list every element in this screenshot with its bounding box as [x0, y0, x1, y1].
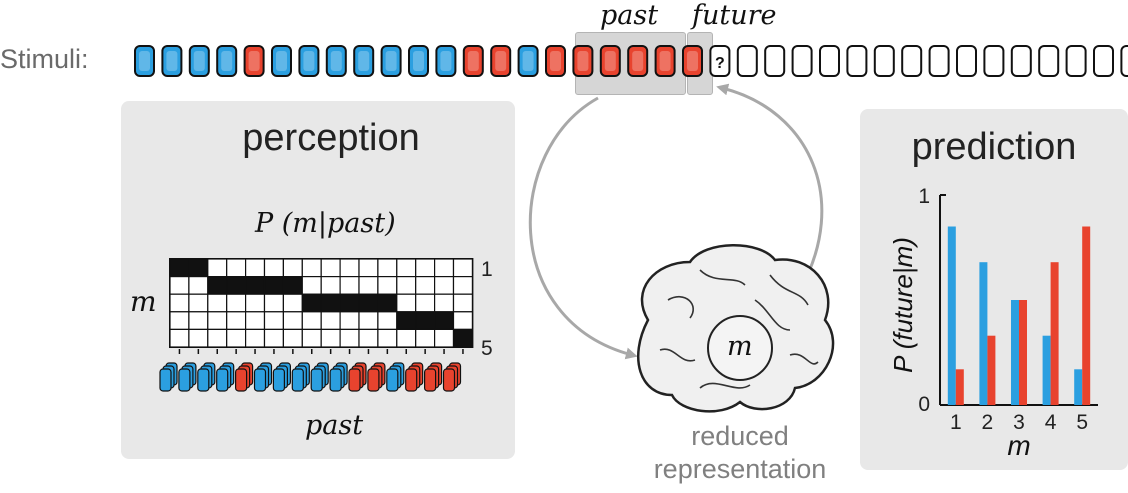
stimulus-blue [325, 45, 347, 77]
stimuli-sequence: ? [134, 45, 1128, 77]
bar [955, 369, 964, 405]
stimulus-red [243, 45, 265, 77]
prediction-title: prediction [911, 126, 1077, 168]
stimulus-future-slot [901, 45, 923, 77]
stimulus-future-slot [819, 45, 840, 77]
bar [979, 262, 988, 405]
x-tick-label: 3 [1013, 411, 1025, 434]
caption-line1: reduced [691, 421, 789, 451]
x-tick-label: 2 [982, 411, 994, 434]
past-stack-blue [253, 362, 273, 392]
arrow-brain-to-future [716, 83, 824, 291]
stimulus-future-slot [1120, 45, 1128, 77]
bar [1019, 300, 1027, 405]
stimulus-red [599, 45, 621, 77]
stimulus-future-slot [736, 45, 758, 77]
stimulus-future-slot [928, 45, 950, 77]
y-tick-label: 0 [918, 393, 930, 416]
stimulus-blue [408, 45, 429, 77]
stimulus-blue [380, 45, 402, 77]
past-stack-blue [386, 362, 405, 392]
stimulus-red [490, 45, 512, 77]
past-stack-red [405, 362, 424, 392]
stimulus-blue [353, 45, 375, 77]
stimulus-future-slot [873, 45, 895, 77]
brain-label: m [727, 331, 753, 362]
future-label: future [692, 0, 777, 31]
bar [947, 226, 956, 405]
stimulus-blue [188, 45, 210, 77]
past-stack-blue [159, 362, 178, 392]
stimuli-label: Stimuli: [0, 44, 89, 74]
stimulus-future-slot [846, 45, 868, 77]
past-stack-red [367, 362, 386, 392]
past-stack-blue [272, 362, 291, 392]
past-label: past [600, 0, 659, 31]
stimulus-future-slot [791, 45, 813, 77]
past-stack-red [424, 362, 443, 392]
stimulus-unknown: ? [709, 45, 731, 77]
reduced-representation-caption: reduced representation [630, 420, 850, 486]
past-stack-blue [329, 362, 348, 392]
y-tick-label: 1 [918, 185, 930, 208]
stimulus-red [572, 45, 594, 77]
x-axis-label: m [1007, 430, 1030, 461]
stimulus-future-slot [764, 45, 786, 77]
bar [1050, 262, 1059, 405]
perception-x-label: past [305, 410, 364, 441]
stimulus-future-slot [1010, 45, 1032, 77]
stimulus-red [462, 45, 484, 77]
caption-line2: representation [653, 454, 827, 484]
bar [987, 335, 996, 405]
perception-row-top: 1 [481, 258, 493, 281]
matrix-cell [452, 328, 473, 348]
past-stack-blue [291, 362, 310, 392]
past-stack-blue [178, 362, 197, 392]
x-tick-label: 1 [950, 411, 962, 434]
stimulus-blue [216, 45, 238, 77]
past-stack-red [348, 362, 367, 392]
y-axis-label: P (future|m) [888, 237, 918, 373]
bar [1011, 300, 1019, 405]
past-stack-red [235, 362, 254, 392]
stimulus-blue [161, 45, 183, 77]
stimulus-blue [435, 45, 457, 77]
arrow-past-to-brain [528, 96, 638, 360]
x-tick-label: 5 [1076, 411, 1088, 434]
unknown-symbol: ? [715, 55, 725, 72]
stimulus-red [654, 45, 676, 77]
past-stack-red [442, 362, 462, 392]
stimulus-blue [517, 45, 539, 77]
perception-matrix-label: P (m|past) [255, 208, 396, 239]
stimulus-future-slot [1065, 45, 1087, 77]
past-stack-blue [216, 362, 235, 392]
stimulus-future-slot [1093, 45, 1114, 77]
stimulus-red [682, 45, 703, 77]
perception-row-bottom: 5 [481, 337, 493, 360]
stimulus-future-slot [956, 45, 977, 77]
stimulus-blue [298, 45, 320, 77]
brain-icon [637, 244, 835, 413]
past-stack-blue [310, 362, 329, 392]
perception-title: perception [242, 117, 420, 159]
x-tick-label: 4 [1045, 411, 1057, 434]
stimulus-blue [271, 45, 292, 77]
stimulus-red [545, 45, 566, 77]
bar [1082, 226, 1091, 405]
stimulus-future-slot [1038, 45, 1060, 77]
perception-row-axis-label: m [130, 285, 157, 318]
bar [1074, 369, 1083, 405]
stimulus-future-slot [983, 45, 1005, 77]
bar [1042, 335, 1051, 405]
stimulus-blue [134, 45, 155, 77]
past-stack-blue [197, 362, 216, 392]
stimulus-red [627, 45, 649, 77]
